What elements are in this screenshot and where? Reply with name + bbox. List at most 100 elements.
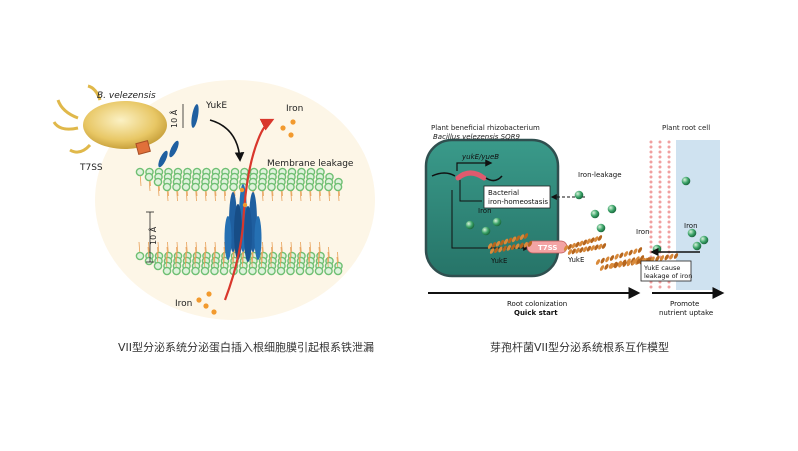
yuke-helix-segment: [519, 234, 525, 240]
yuke-helix-segment: [586, 238, 591, 245]
membrane-dot: [649, 170, 653, 174]
membrane-dot: [649, 165, 653, 169]
yuke-helix-segment: [609, 263, 615, 269]
membrane-dot: [667, 180, 671, 184]
organism-label: B. velezensis: [97, 91, 156, 101]
yuke-helix-segment: [609, 255, 615, 261]
yuke-helix-segment: [571, 248, 576, 255]
membrane-bilayer: [135, 167, 343, 276]
membrane-dot: [658, 175, 662, 179]
cause-box: [640, 260, 692, 282]
lipid-head: [229, 182, 238, 192]
right-caption: 芽孢杆菌VII型分泌系统根系互作模型: [490, 341, 670, 354]
yuke-helix-segment: [575, 247, 580, 254]
yuke-helix-segment: [567, 244, 572, 250]
homeostasis-box: [483, 185, 551, 209]
membrane-dot: [649, 240, 653, 244]
membrane-leakage-label: Membrane leakage: [267, 159, 354, 169]
membrane-dot: [667, 225, 671, 229]
membrane-dot: [658, 215, 662, 219]
membrane-dot: [658, 235, 662, 239]
lipid-head: [248, 182, 257, 192]
yuke-helix-segment: [571, 242, 576, 249]
lipid-head: [153, 177, 163, 187]
lipid-head: [172, 266, 181, 276]
yuke-helix-segment: [659, 255, 665, 261]
lipid-head: [305, 182, 314, 192]
membrane-dot: [649, 190, 653, 194]
lipid-head: [153, 261, 163, 271]
yuke-helix-segment: [579, 247, 584, 253]
colonization-line1: Root colonization: [507, 300, 567, 308]
membrane-dot: [667, 140, 671, 144]
yuke-helix-segment: [515, 235, 521, 242]
membrane-dot: [667, 215, 671, 219]
gene-arrow: [456, 159, 493, 171]
lipid-head: [162, 182, 172, 192]
membrane-dot: [649, 235, 653, 239]
yuke-helix-segment: [563, 245, 569, 251]
promote-line1: Promote: [670, 300, 699, 308]
root-membrane: [649, 140, 671, 289]
yuke-helix-segment: [499, 239, 505, 246]
yuke-helix-segment: [673, 253, 679, 259]
membrane-dot: [649, 225, 653, 229]
membrane-dot: [658, 200, 662, 204]
membrane-dot: [667, 165, 671, 169]
lipid-head: [324, 266, 333, 276]
lipid-head: [286, 182, 295, 192]
membrane-dot: [658, 140, 662, 144]
cause-line1: YukE cause: [643, 264, 680, 272]
homeostasis-line1: Bacterial: [488, 189, 519, 197]
membrane-dot: [658, 205, 662, 209]
membrane-dot: [649, 155, 653, 159]
yuke-helix-segment: [494, 247, 499, 254]
membrane-dot: [649, 210, 653, 214]
membrane-dot: [658, 155, 662, 159]
scale-top-label: 10 Å: [168, 109, 179, 128]
membrane-dot: [658, 225, 662, 229]
membrane-dot: [658, 160, 662, 164]
yuke-helix-segment: [604, 264, 609, 270]
membrane-dot: [667, 205, 671, 209]
membrane-dot: [667, 170, 671, 174]
t7ss-label: T7SS: [79, 163, 103, 173]
yuke-helix-segment: [491, 242, 497, 248]
yuke-helix-segment: [523, 233, 529, 239]
yuke-helix-segment: [664, 254, 669, 261]
lipid-head: [286, 266, 295, 276]
yuke-helix-segment: [594, 244, 599, 251]
yuke-helix-segment: [515, 243, 520, 250]
iron-inside-label: Iron: [478, 207, 492, 215]
membrane-dot: [658, 230, 662, 234]
lipid-head: [238, 266, 248, 276]
membrane-dot: [658, 285, 662, 289]
yuke-inside-label: YukE: [490, 257, 507, 265]
yuke-helix-segment: [582, 246, 588, 253]
yuke-helix-segment: [619, 252, 624, 259]
membrane-dot: [658, 150, 662, 154]
lipid-head: [267, 266, 276, 276]
yuke-helix-segment: [636, 258, 641, 265]
membrane-dot: [667, 220, 671, 224]
lipid-head: [144, 256, 154, 266]
lipid-head: [210, 266, 219, 276]
yuke-helix-segment: [503, 238, 509, 245]
yuke-label: YukE: [205, 101, 227, 111]
lipid-head: [181, 182, 191, 192]
yuke-helix-segment: [567, 249, 573, 255]
membrane-dot: [658, 190, 662, 194]
yuke-helix-segment: [578, 240, 584, 247]
membrane-dot: [649, 160, 653, 164]
root-cell-title: Plant root cell: [662, 124, 710, 132]
membrane-dot: [658, 220, 662, 224]
membrane-dot: [658, 240, 662, 244]
insertion-arrow: [209, 119, 245, 162]
secreted-yuke-icon: [158, 150, 168, 168]
left-panel: B. velezensis T7SS YukE 10 Å: [52, 80, 375, 320]
yuke-helix-icon: [191, 104, 199, 128]
left-caption: VII型分泌系统分泌蛋白插入根细胞膜引起根系铁泄漏: [118, 341, 375, 354]
yuke-helix-segment: [590, 237, 595, 244]
lipid-head: [324, 182, 333, 192]
homeostasis-line2: iron-homeostasis: [488, 198, 548, 206]
